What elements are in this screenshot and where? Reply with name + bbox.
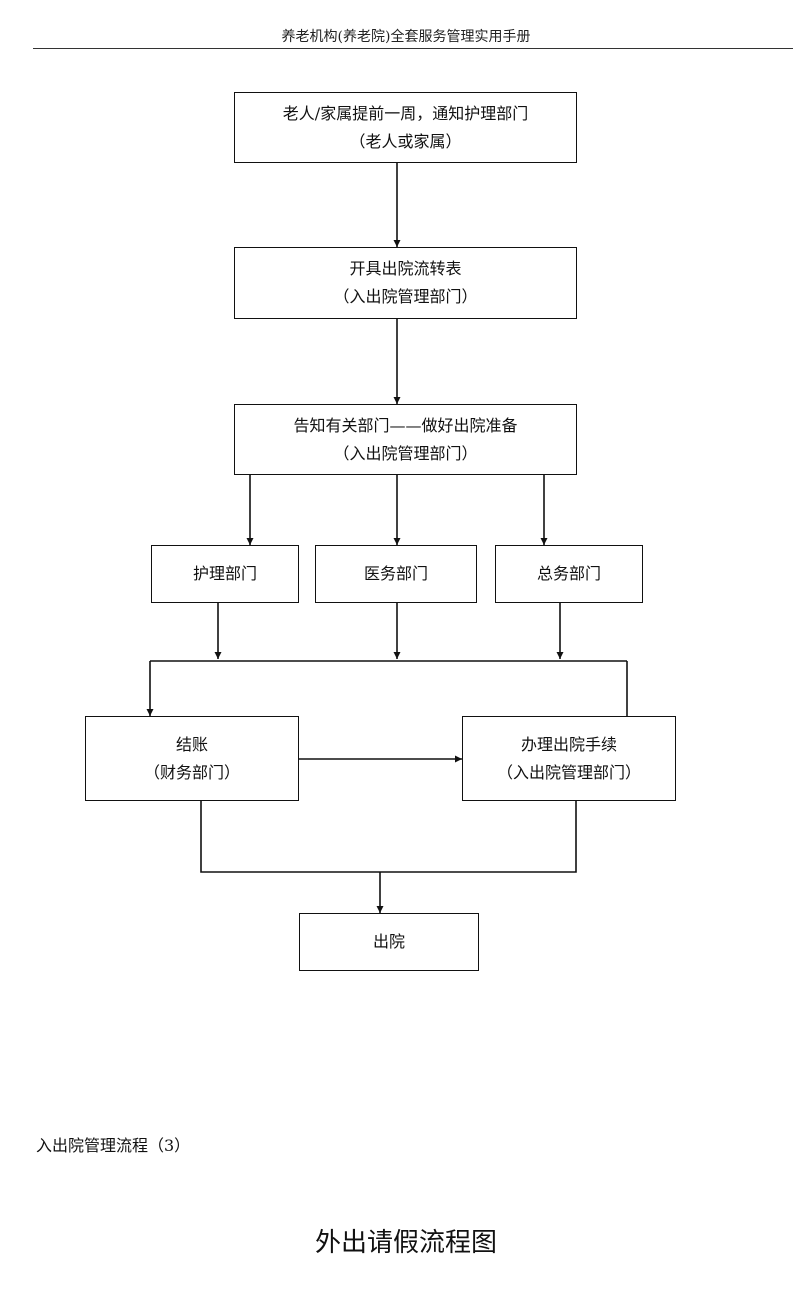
dept-medical-label: 医务部门 bbox=[363, 564, 428, 583]
step-discharge-procedure: 办理出院手续 （入出院管理部门） bbox=[462, 716, 676, 801]
manual-title: 养老机构(养老院)全套服务管理实用手册 bbox=[281, 29, 531, 45]
step-inform-role: （入出院管理部门） bbox=[333, 443, 478, 463]
step-settle-role: （财务部门） bbox=[143, 762, 240, 782]
step-transfer-text: 开具出院流转表 bbox=[349, 259, 462, 278]
step-inform-text: 告知有关部门——做好出院准备 bbox=[293, 415, 518, 435]
dept-medical: 医务部门 bbox=[315, 545, 477, 603]
step-settle-account: 结账 （财务部门） bbox=[85, 716, 299, 801]
step-notify-text: 老人/家属提前一周，通知护理部门 bbox=[282, 103, 529, 123]
step-procedure-role: （入出院管理部门） bbox=[496, 762, 641, 782]
flowchart-caption: 入出院管理流程（3） bbox=[36, 1136, 191, 1155]
step-notify-role: （老人或家属） bbox=[349, 131, 462, 151]
step-settle-text: 结账 bbox=[175, 734, 208, 754]
step-discharged-label: 出院 bbox=[372, 932, 405, 951]
step-transfer-form: 开具出院流转表 （入出院管理部门） bbox=[234, 247, 577, 319]
dept-general: 总务部门 bbox=[495, 545, 643, 603]
dept-nursing-label: 护理部门 bbox=[192, 564, 257, 583]
step-procedure-text: 办理出院手续 bbox=[520, 734, 617, 754]
header-divider bbox=[33, 48, 793, 49]
dept-general-label: 总务部门 bbox=[536, 564, 601, 583]
next-section-title: 外出请假流程图 bbox=[314, 1228, 497, 1258]
step-discharged: 出院 bbox=[299, 913, 479, 971]
step-transfer-role: （入出院管理部门） bbox=[333, 287, 478, 306]
step-inform-departments: 告知有关部门——做好出院准备 （入出院管理部门） bbox=[234, 404, 577, 475]
dept-nursing: 护理部门 bbox=[151, 545, 299, 603]
step-notify-nursing: 老人/家属提前一周，通知护理部门 （老人或家属） bbox=[234, 92, 577, 163]
join-line bbox=[200, 801, 577, 873]
